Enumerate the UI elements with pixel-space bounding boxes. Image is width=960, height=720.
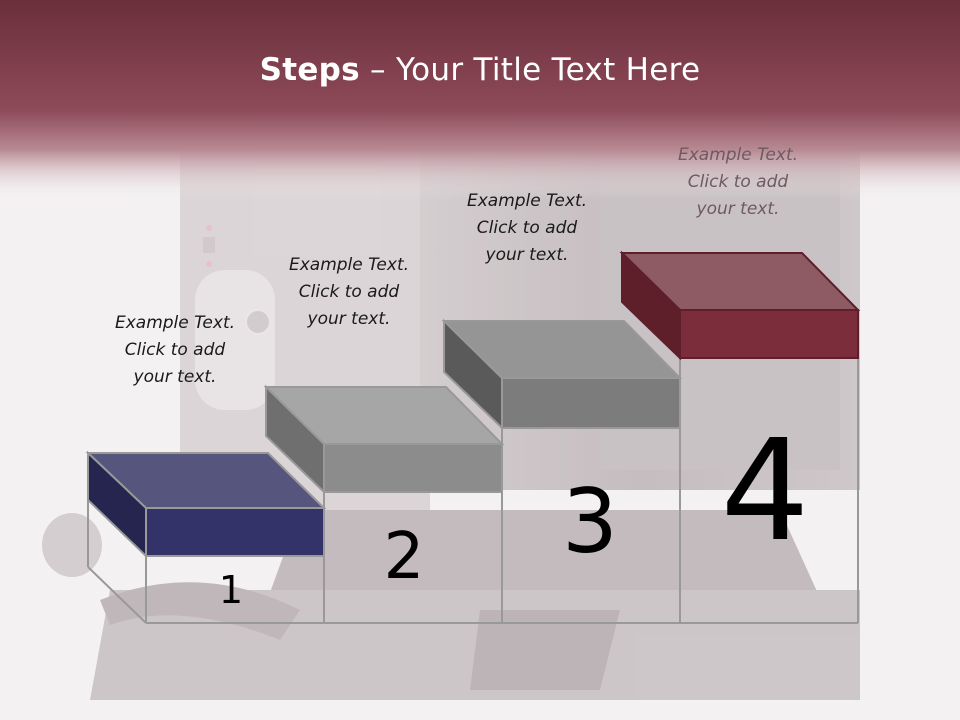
step-caption-3[interactable]: Example Text. Click to add your text. [466,191,588,265]
step-number-2: 2 [383,520,425,594]
step-caption-2[interactable]: Example Text. Click to add your text. [288,255,410,329]
step-number-3: 3 [562,470,618,573]
step-block-3 [441,318,683,431]
step-number-4: 4 [720,410,810,573]
title-bold: Steps [259,52,360,88]
header-band [0,0,960,200]
step-block-2 [263,384,505,495]
step-caption-4[interactable]: Example Text. Click to add your text. [677,145,799,219]
title-rest: – Your Title Text Here [359,52,701,88]
step-caption-1[interactable]: Example Text. Click to add your text. [114,313,236,387]
slide-title: Steps – Your Title Text Here [0,52,960,88]
step-number-1: 1 [218,568,244,612]
step-block-4 [619,250,861,361]
step-block-1 [85,450,327,559]
